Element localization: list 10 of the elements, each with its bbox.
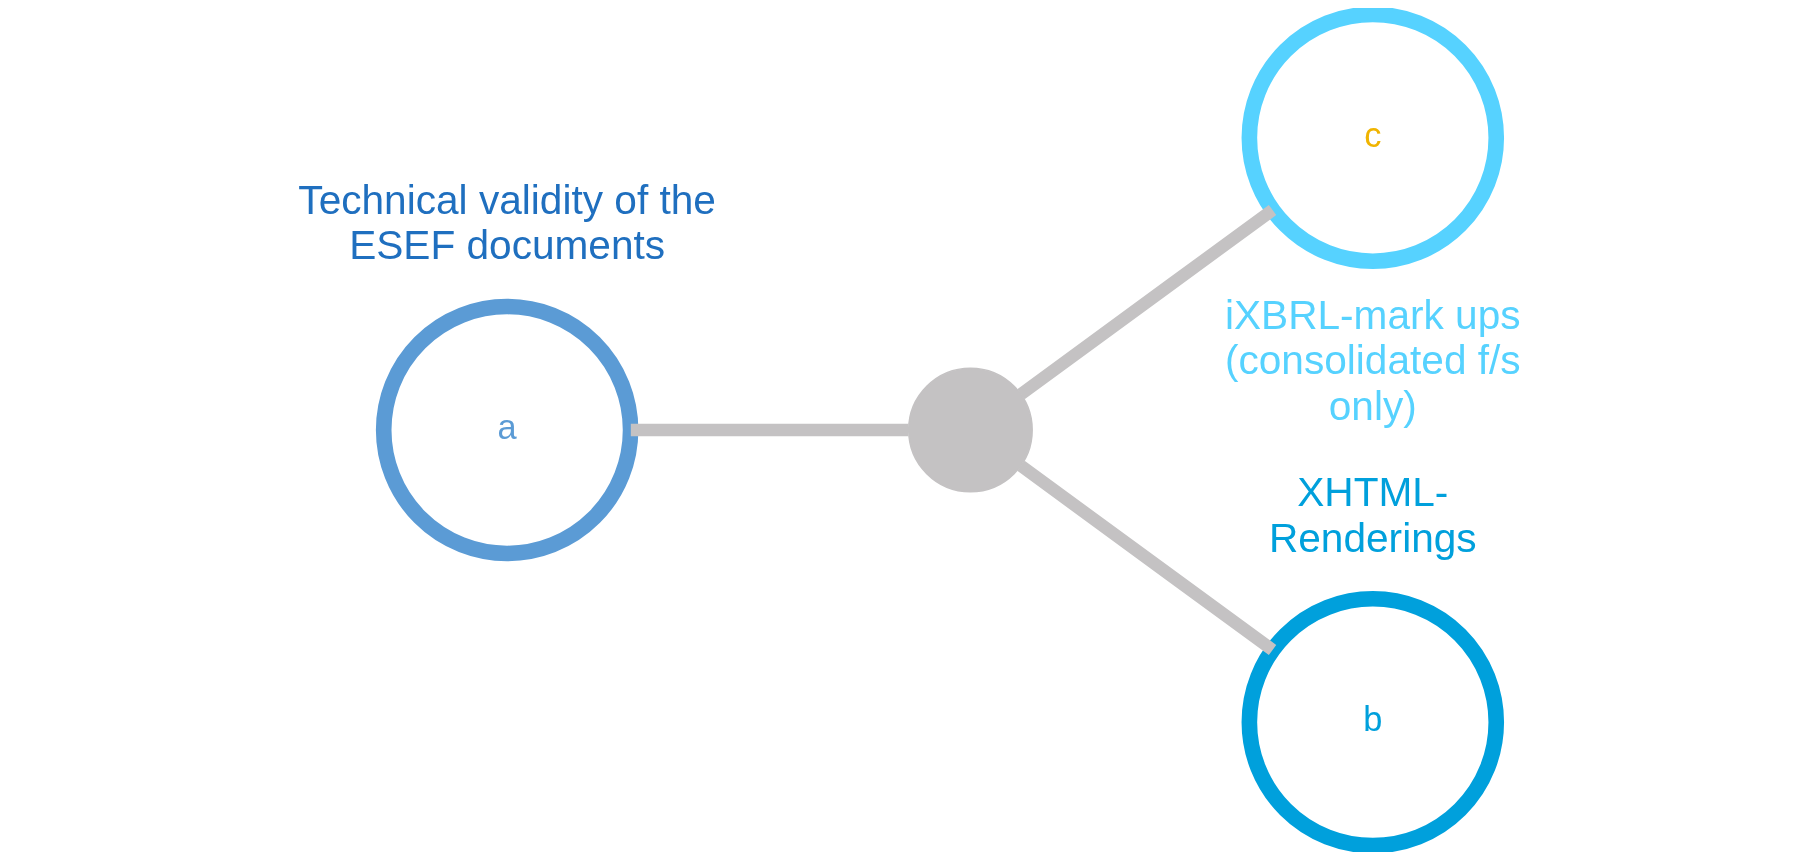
node-circle <box>907 367 1033 493</box>
node-circle: a <box>375 298 639 562</box>
node-circle: c <box>1241 8 1505 270</box>
connector <box>630 423 909 437</box>
node-label: XHTML- Renderings <box>1268 469 1477 561</box>
node-label: Technical validity of the ESEF documents <box>298 177 716 269</box>
node-label: iXBRL-mark ups (consolidated f/s only) <box>1224 291 1521 429</box>
connector <box>1017 460 1277 655</box>
connector <box>1017 205 1277 400</box>
node-circle: b <box>1241 590 1505 852</box>
